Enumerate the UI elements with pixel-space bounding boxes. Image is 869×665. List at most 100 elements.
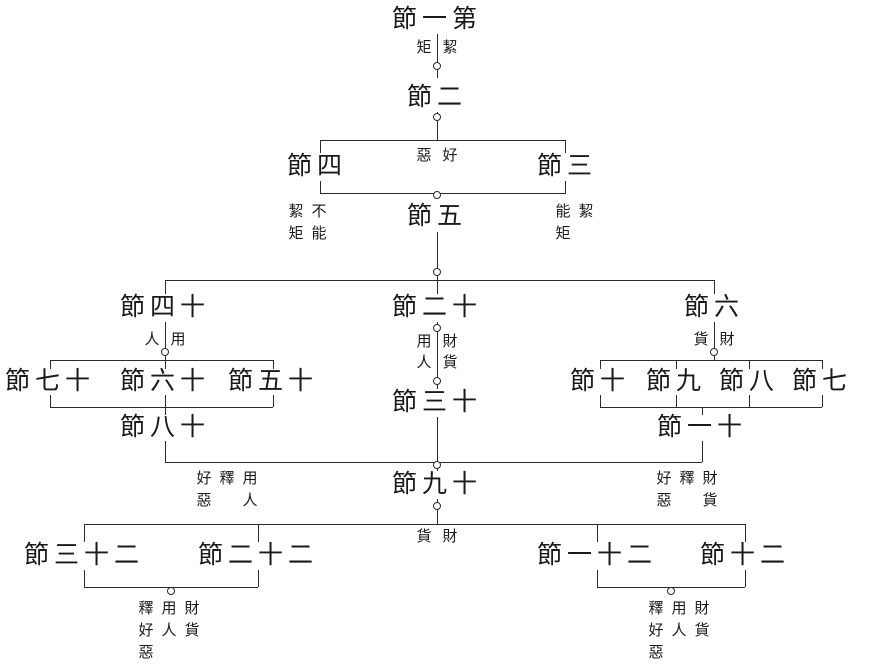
- label-col: 用: [170, 332, 186, 348]
- label-col: 能矩: [555, 204, 571, 242]
- label-shi-full-left: 釋好惡 用人 財貨: [138, 598, 200, 664]
- node-section-23: 節三十二: [23, 542, 145, 569]
- junction-dot: [433, 268, 441, 276]
- connector-line: [822, 360, 823, 369]
- label-col: 釋好惡: [138, 601, 154, 661]
- label-col: 好: [442, 148, 458, 164]
- label-col: 貨: [416, 529, 432, 545]
- label-shi-full-right: 釋好惡 用人 財貨: [648, 598, 710, 664]
- node-section-9: 節九: [645, 368, 707, 395]
- label-col: 矩: [416, 40, 432, 56]
- connector-line: [84, 524, 85, 542]
- connector-line: [745, 570, 746, 587]
- node-section-20: 節十二: [699, 542, 791, 569]
- connector-line: [273, 395, 274, 407]
- node-section-4: 節四: [286, 153, 348, 180]
- connector-line: [437, 232, 438, 280]
- node-section-21: 節一十二: [536, 542, 658, 569]
- label-buneng-jieju: 絜矩 不能: [288, 201, 327, 245]
- label-col: 用人: [671, 601, 687, 639]
- connector-line: [676, 395, 677, 407]
- node-section-10: 節十: [569, 368, 631, 395]
- node-section-22: 節二十二: [197, 542, 319, 569]
- node-section-12: 節二十: [391, 294, 483, 321]
- node-section-1: 節一第: [391, 6, 483, 33]
- connector-line: [565, 140, 566, 153]
- label-col: 絜矩: [288, 204, 304, 242]
- label-col: 用人: [161, 601, 177, 639]
- connector-line: [437, 112, 438, 140]
- label-col: 人: [144, 332, 160, 348]
- label-col: 財貨: [184, 601, 200, 639]
- node-section-6: 節六: [683, 294, 745, 321]
- junction-dot: [433, 191, 441, 199]
- connector-line: [437, 499, 438, 524]
- connector-line: [437, 417, 438, 462]
- label-shi-haowu-caihuo: 好惡 釋 財貨: [656, 468, 718, 512]
- node-section-7: 節七: [791, 368, 853, 395]
- connector-line: [165, 360, 166, 369]
- connector-line: [714, 322, 715, 360]
- connector-line: [822, 395, 823, 407]
- edge-label-yongren-caihuo: 用人 財貨: [416, 332, 458, 374]
- label-shi-haowu-yongren: 好惡 釋 用人: [196, 468, 258, 512]
- label-col: 財貨: [442, 334, 458, 371]
- connector-line: [320, 181, 321, 194]
- connector-line: [714, 280, 715, 294]
- node-section-14: 節四十: [119, 294, 211, 321]
- connector-line: [165, 322, 166, 360]
- node-section-5: 節五: [406, 203, 468, 230]
- label-col: 財貨: [694, 601, 710, 639]
- label-col: 釋: [219, 471, 235, 487]
- connector-line: [165, 441, 166, 462]
- connector-line: [258, 570, 259, 587]
- connector-line: [165, 280, 166, 294]
- label-col: 用人: [242, 471, 258, 509]
- label-col: 絜: [442, 40, 458, 56]
- node-section-13: 節三十: [391, 389, 483, 416]
- connector-line: [600, 395, 601, 407]
- connector-line: [565, 181, 566, 194]
- label-col: 好惡: [656, 471, 672, 509]
- connector-line: [745, 524, 746, 542]
- connector-line: [84, 570, 85, 587]
- node-section-18: 節八十: [119, 414, 211, 441]
- node-section-16: 節六十: [119, 368, 211, 395]
- edge-label-jieju: 矩 絜: [416, 38, 458, 59]
- connector-line: [165, 280, 714, 281]
- junction-dot: [161, 348, 169, 356]
- label-col: 財貨: [702, 471, 718, 509]
- label-col: 財: [442, 529, 458, 545]
- junction-dot: [433, 324, 441, 332]
- label-col: 釋: [679, 471, 695, 487]
- connector-line: [165, 407, 166, 415]
- label-col: 貨: [693, 332, 709, 348]
- edge-label-yongren: 人 用: [144, 330, 186, 351]
- junction-dot: [667, 587, 675, 595]
- connector-line: [702, 407, 703, 415]
- edge-label-caihuo-mid: 貨 財: [416, 527, 458, 548]
- connector-line: [50, 395, 51, 407]
- node-section-17: 節七十: [4, 368, 96, 395]
- connector-line: [597, 524, 598, 542]
- connector-line: [749, 395, 750, 407]
- connector-line: [600, 360, 822, 361]
- connector-line: [600, 360, 601, 369]
- connector-line: [165, 395, 166, 407]
- junction-dot: [433, 377, 441, 385]
- connector-line: [84, 524, 745, 525]
- junction-dot: [710, 348, 718, 356]
- connector-line: [320, 140, 565, 141]
- node-section-15: 節五十: [227, 368, 319, 395]
- connector-line: [702, 441, 703, 462]
- junction-dot: [167, 587, 175, 595]
- node-section-2: 節二: [406, 84, 468, 111]
- connector-line: [273, 360, 274, 369]
- label-col: 惡: [416, 148, 432, 164]
- connector-line: [320, 140, 321, 153]
- node-section-11: 節一十: [656, 414, 748, 441]
- connector-line: [437, 34, 438, 78]
- node-section-19: 節九十: [391, 471, 483, 498]
- label-col: 不能: [311, 204, 327, 242]
